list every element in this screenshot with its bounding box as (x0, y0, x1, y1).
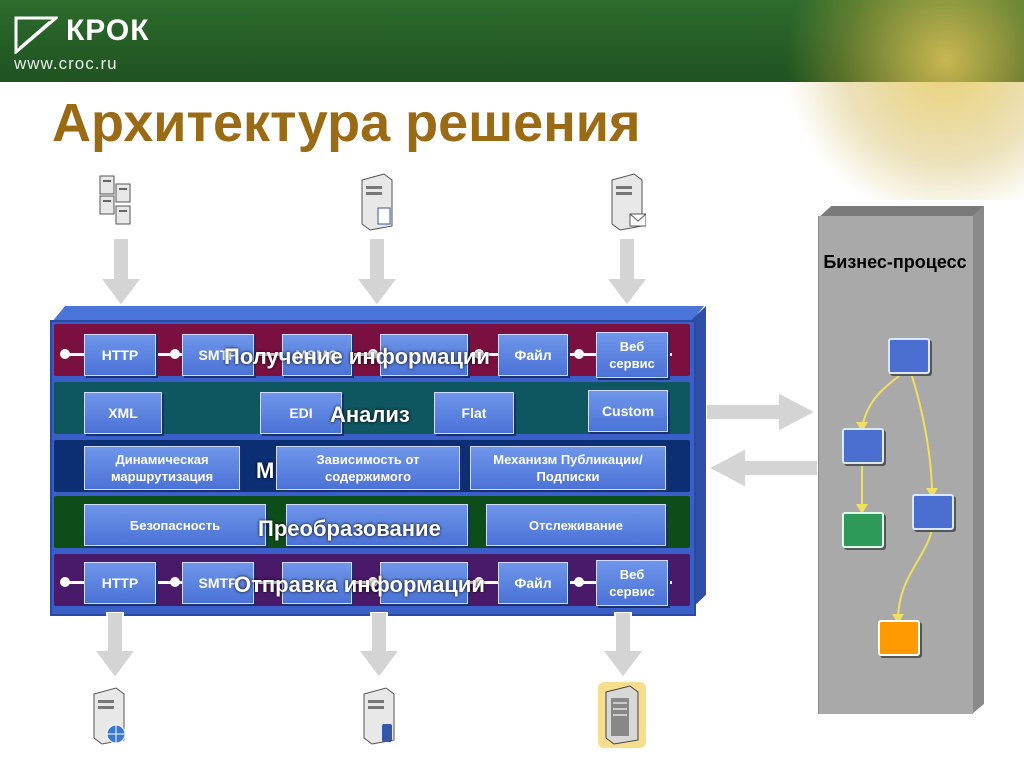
process-start-node (888, 338, 930, 374)
arrow-down-1 (98, 238, 144, 308)
header-decoration (764, 0, 1024, 200)
bp-top-face (818, 206, 984, 218)
connector-dot (368, 349, 378, 359)
server-cluster-icon (99, 175, 131, 225)
send-file-chip: Файл (498, 562, 568, 604)
server-rack-icon (598, 682, 646, 748)
connector-dot (474, 349, 484, 359)
arrow-down-6 (600, 612, 646, 680)
process-node-right (912, 494, 954, 530)
receive-chip-4 (380, 334, 468, 376)
logo-name: КРОК (66, 14, 150, 47)
process-node-green (842, 512, 884, 548)
connector-dot (368, 577, 378, 587)
layer-receive-label: Получение информации (224, 344, 490, 369)
process-node-orange (878, 620, 920, 656)
logo-url: www.croc.ru (14, 54, 118, 73)
layer-analysis-label: Анализ (330, 402, 410, 427)
arrow-down-4 (92, 612, 138, 680)
process-flow-lines (856, 369, 938, 624)
connector-dot (574, 349, 584, 359)
connector-dot (474, 577, 484, 587)
croc-logo-icon (14, 16, 58, 54)
transform-tracking-chip: Отслеживание (486, 504, 666, 546)
box-top-face (52, 306, 704, 322)
analysis-edi-chip: EDI (260, 392, 342, 434)
receive-smtp-chip: SMTP (182, 334, 254, 376)
routing-content-chip: Зависимость от содержимого (276, 446, 460, 490)
arrow-down-2 (354, 238, 400, 308)
send-chip-4 (380, 562, 468, 604)
receive-webservice-chip: Веб сервис (596, 332, 668, 378)
arrow-down-5 (356, 612, 402, 680)
connector-dot (60, 349, 70, 359)
bp-side-face (972, 206, 984, 714)
routing-pubsub-chip: Механизм Публикации/Подписки (470, 446, 666, 490)
transform-security-chip: Безопасность (84, 504, 266, 546)
transform-chip-2 (286, 504, 468, 546)
analysis-custom-chip: Custom (588, 390, 668, 432)
connector-line (62, 581, 672, 584)
send-chip-3 (282, 562, 352, 604)
routing-dynamic-chip: Динамическая маршрутизация (84, 446, 240, 490)
layer-routing-label: М (256, 458, 275, 483)
arrow-right (706, 390, 818, 434)
connector-dot (60, 577, 70, 587)
process-node-left (842, 428, 884, 464)
layer-send-label: Отправка информации (234, 572, 485, 597)
analysis-flat-chip: Flat (434, 392, 514, 434)
send-webservice-chip: Веб сервис (596, 560, 668, 606)
server-mail-icon (611, 173, 646, 231)
server-globe-icon (93, 687, 126, 745)
connector-line (62, 353, 672, 356)
connector-dot (170, 349, 180, 359)
croc-logo: КРОК www.croc.ru (14, 10, 184, 76)
receive-file-chip: Файл (498, 334, 568, 376)
receive-msmq-chip: MSMQ (282, 334, 352, 376)
connector-dot (170, 577, 180, 587)
layer-transform-label: Преобразование (258, 516, 441, 541)
server-phone-icon (363, 687, 395, 745)
arrow-down-3 (604, 238, 650, 308)
send-http-chip: HTTP (84, 562, 156, 604)
arrow-left (706, 446, 818, 490)
receive-http-chip: HTTP (84, 334, 156, 376)
server-document-icon (361, 173, 393, 231)
page-title: Архитектура решения (52, 93, 641, 153)
business-process-title: Бизнес-процесс (823, 252, 967, 272)
connector-dot (574, 577, 584, 587)
analysis-xml-chip: XML (84, 392, 162, 434)
send-smtp-chip: SMTP (182, 562, 254, 604)
